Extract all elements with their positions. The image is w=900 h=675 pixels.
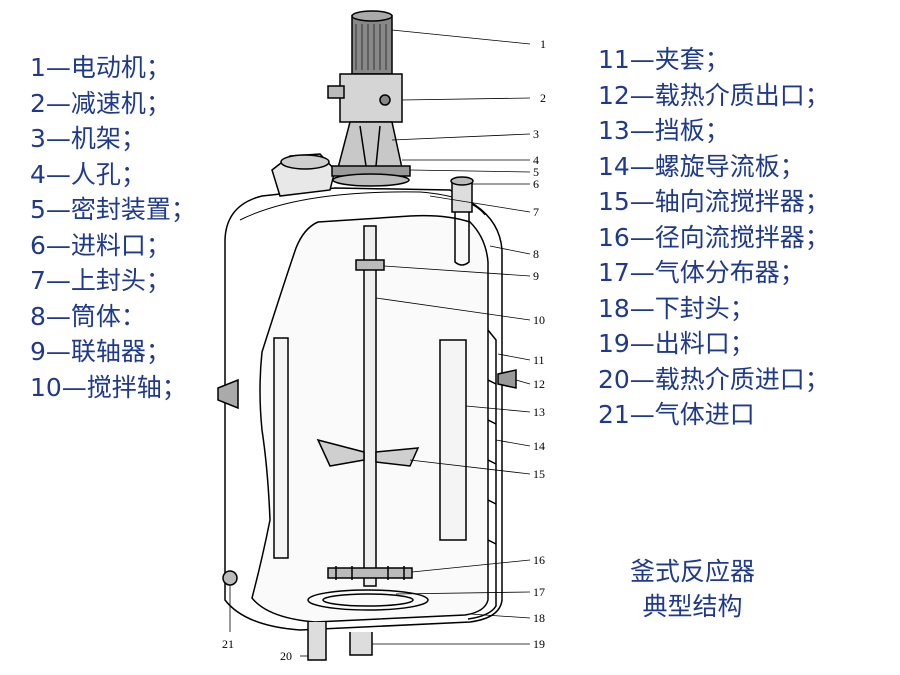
legend-item-spiral-guide: 14—螺旋导流板；	[598, 151, 805, 181]
callout-18: 18	[533, 611, 545, 625]
callout-21: 21	[222, 637, 234, 651]
radial-impeller	[327, 567, 413, 579]
caption-line-2: 典型结构	[642, 592, 743, 621]
legend-item-motor: 1—电动机；	[30, 53, 171, 82]
legend-item-shell: 8—筒体：	[30, 301, 146, 331]
callout-14: 14	[533, 439, 545, 453]
caption-line-1: 釜式反应器	[629, 557, 755, 586]
axial-impeller	[316, 438, 365, 467]
legend-item-upper-head: 7—上封头；	[30, 266, 171, 295]
spiral-guide	[487, 379, 497, 545]
legend-item-manhole: 4—人孔；	[30, 159, 146, 189]
callout-20: 20	[280, 649, 292, 663]
gas-inlet	[222, 570, 238, 586]
callout-19: 19	[533, 637, 545, 651]
legend-item-discharge-outlet: 19—出料口；	[598, 329, 755, 358]
callout-1: 1	[540, 37, 546, 51]
legend-item-axial-impeller: 15—轴向流搅拌器；	[598, 187, 830, 216]
baffle	[439, 339, 467, 541]
discharge-outlet	[349, 632, 373, 656]
legend-item-radial-impeller: 16—径向流搅拌器；	[598, 222, 830, 252]
callout-15: 15	[533, 467, 545, 481]
stir-shaft	[363, 225, 377, 587]
heat-medium-outlet	[497, 369, 517, 389]
legend-item-heat-medium-outlet: 12—载热介质出口；	[598, 80, 830, 110]
callout-13: 13	[533, 405, 545, 419]
callout-16: 16	[533, 553, 545, 567]
callout-11: 11	[533, 353, 545, 367]
legend-item-shaft: 10—搅拌轴；	[30, 372, 187, 402]
gas-distributor	[307, 589, 429, 611]
legend-item-reducer: 2—减速机；	[30, 88, 171, 118]
callout-9: 9	[533, 269, 539, 283]
legend-item-seal: 5—密封装置；	[30, 195, 196, 224]
callout-12: 12	[533, 377, 545, 391]
frame	[337, 121, 403, 169]
jacket	[467, 329, 497, 620]
legend-item-gas-distributor: 17—气体分布器；	[598, 258, 805, 287]
legend-item-coupling: 9—联轴器；	[30, 337, 171, 366]
callout-7: 7	[533, 205, 539, 219]
legend-item-frame: 3—机架；	[30, 124, 146, 153]
legend-item-lower-head: 18—下封头；	[598, 293, 755, 323]
reducer	[339, 73, 403, 123]
legend-item-feed-inlet: 6—进料口；	[30, 230, 171, 260]
callout-17: 17	[533, 585, 545, 599]
vessel-outer-wall	[224, 187, 503, 631]
callout-2: 2	[540, 91, 546, 105]
legend-left-list: 1—电动机； 2—减速机； 3—机架； 4—人孔； 5—密封装置； 6—进料口；…	[30, 50, 196, 405]
callout-10: 10	[533, 313, 545, 327]
legend-item-gas-inlet: 21—气体进口	[598, 400, 755, 429]
callout-8: 8	[533, 247, 539, 261]
coupling	[355, 259, 385, 271]
legend-item-jacket: 11—夹套；	[598, 45, 730, 74]
legend-item-baffle: 13—挡板；	[598, 116, 730, 145]
callout-5: 5	[533, 165, 539, 179]
callout-6: 6	[533, 177, 539, 191]
callout-4: 4	[533, 153, 539, 167]
callout-3: 3	[533, 127, 539, 141]
heat-medium-inlet	[307, 622, 327, 661]
legend-item-heat-medium-inlet: 20—载热介质进口；	[598, 364, 830, 394]
upper-head	[239, 191, 486, 221]
legend-right-list: 11—夹套； 12—载热介质出口； 13—挡板； 14—螺旋导流板； 15—轴向…	[598, 42, 830, 433]
